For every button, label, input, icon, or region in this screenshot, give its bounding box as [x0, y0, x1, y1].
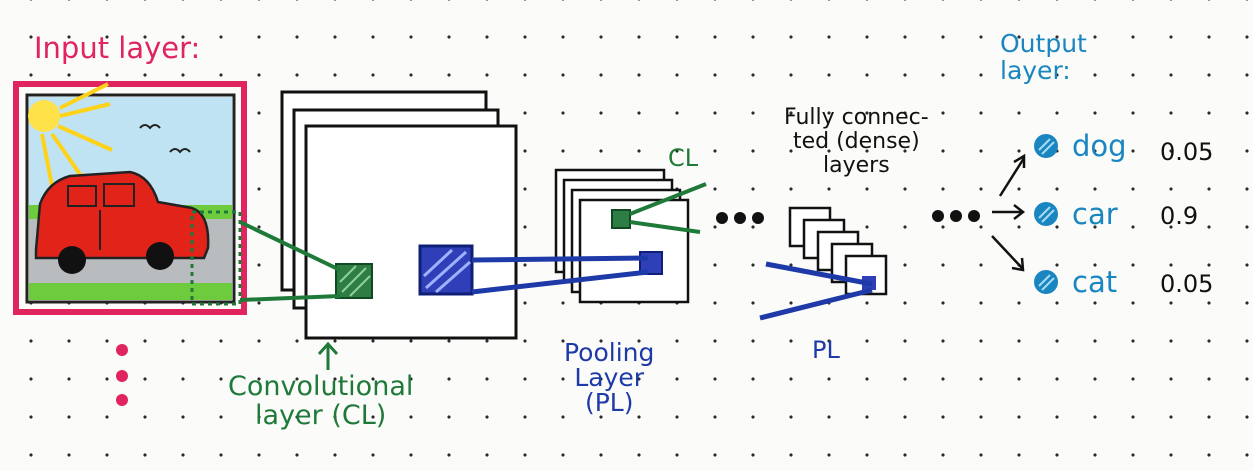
fully-connected-label: Fully connec- ted (dense) layers: [784, 105, 929, 178]
input-continuation-dots: [116, 344, 128, 406]
receptive-field: [190, 210, 242, 306]
pool-connection-line: [471, 269, 649, 295]
bird-icon: [169, 148, 191, 154]
input-inner-frame: [25, 93, 236, 304]
car-icon: [34, 170, 210, 274]
output-prob-cat: 0.05: [1160, 270, 1214, 298]
output-prob-dog: 0.05: [1160, 138, 1214, 166]
output-neurons: [1034, 134, 1058, 294]
conv-connection-line: [239, 220, 341, 272]
convolutional-layer-label: Convolutional layer (CL): [228, 371, 414, 432]
output-class-cat: cat: [1072, 265, 1118, 299]
ellipsis-dots: [932, 210, 980, 222]
bird-icon: [139, 124, 161, 130]
small-feature-maps: [788, 206, 888, 296]
cl-pointer-line: [629, 182, 707, 216]
neuron-icon: [1034, 202, 1058, 226]
output-class-car: car: [1072, 197, 1118, 231]
conv-connection-line: [239, 294, 341, 302]
input-layer-label: Input layer:: [34, 31, 201, 65]
pool-green-patch: [611, 209, 631, 229]
output-layer-label: Output layer:: [1000, 29, 1087, 85]
input-image: [13, 81, 247, 315]
sun-icon: [28, 82, 113, 187]
neuron-icon: [1034, 134, 1058, 158]
pool-connection-line: [471, 255, 649, 263]
output-prob-car: 0.9: [1160, 202, 1199, 230]
cl-pointer-line: [629, 220, 701, 234]
ellipsis-dots: [716, 212, 764, 224]
pl-connection-line: [765, 261, 873, 287]
grass-bottom: [29, 283, 232, 300]
conv-layer-stack: [280, 90, 518, 340]
neuron-icon: [1034, 270, 1058, 294]
conv-label-arrow: [317, 341, 339, 370]
output-arrows: [991, 153, 1026, 272]
pooling-layer-label: Pooling Layer (PL): [564, 338, 655, 417]
output-class-dog: dog: [1072, 129, 1127, 163]
pl-short-label: PL: [812, 336, 840, 364]
pl-connection-line: [759, 287, 873, 321]
input-frame: [13, 81, 247, 315]
cl-short-label: CL: [668, 144, 699, 172]
